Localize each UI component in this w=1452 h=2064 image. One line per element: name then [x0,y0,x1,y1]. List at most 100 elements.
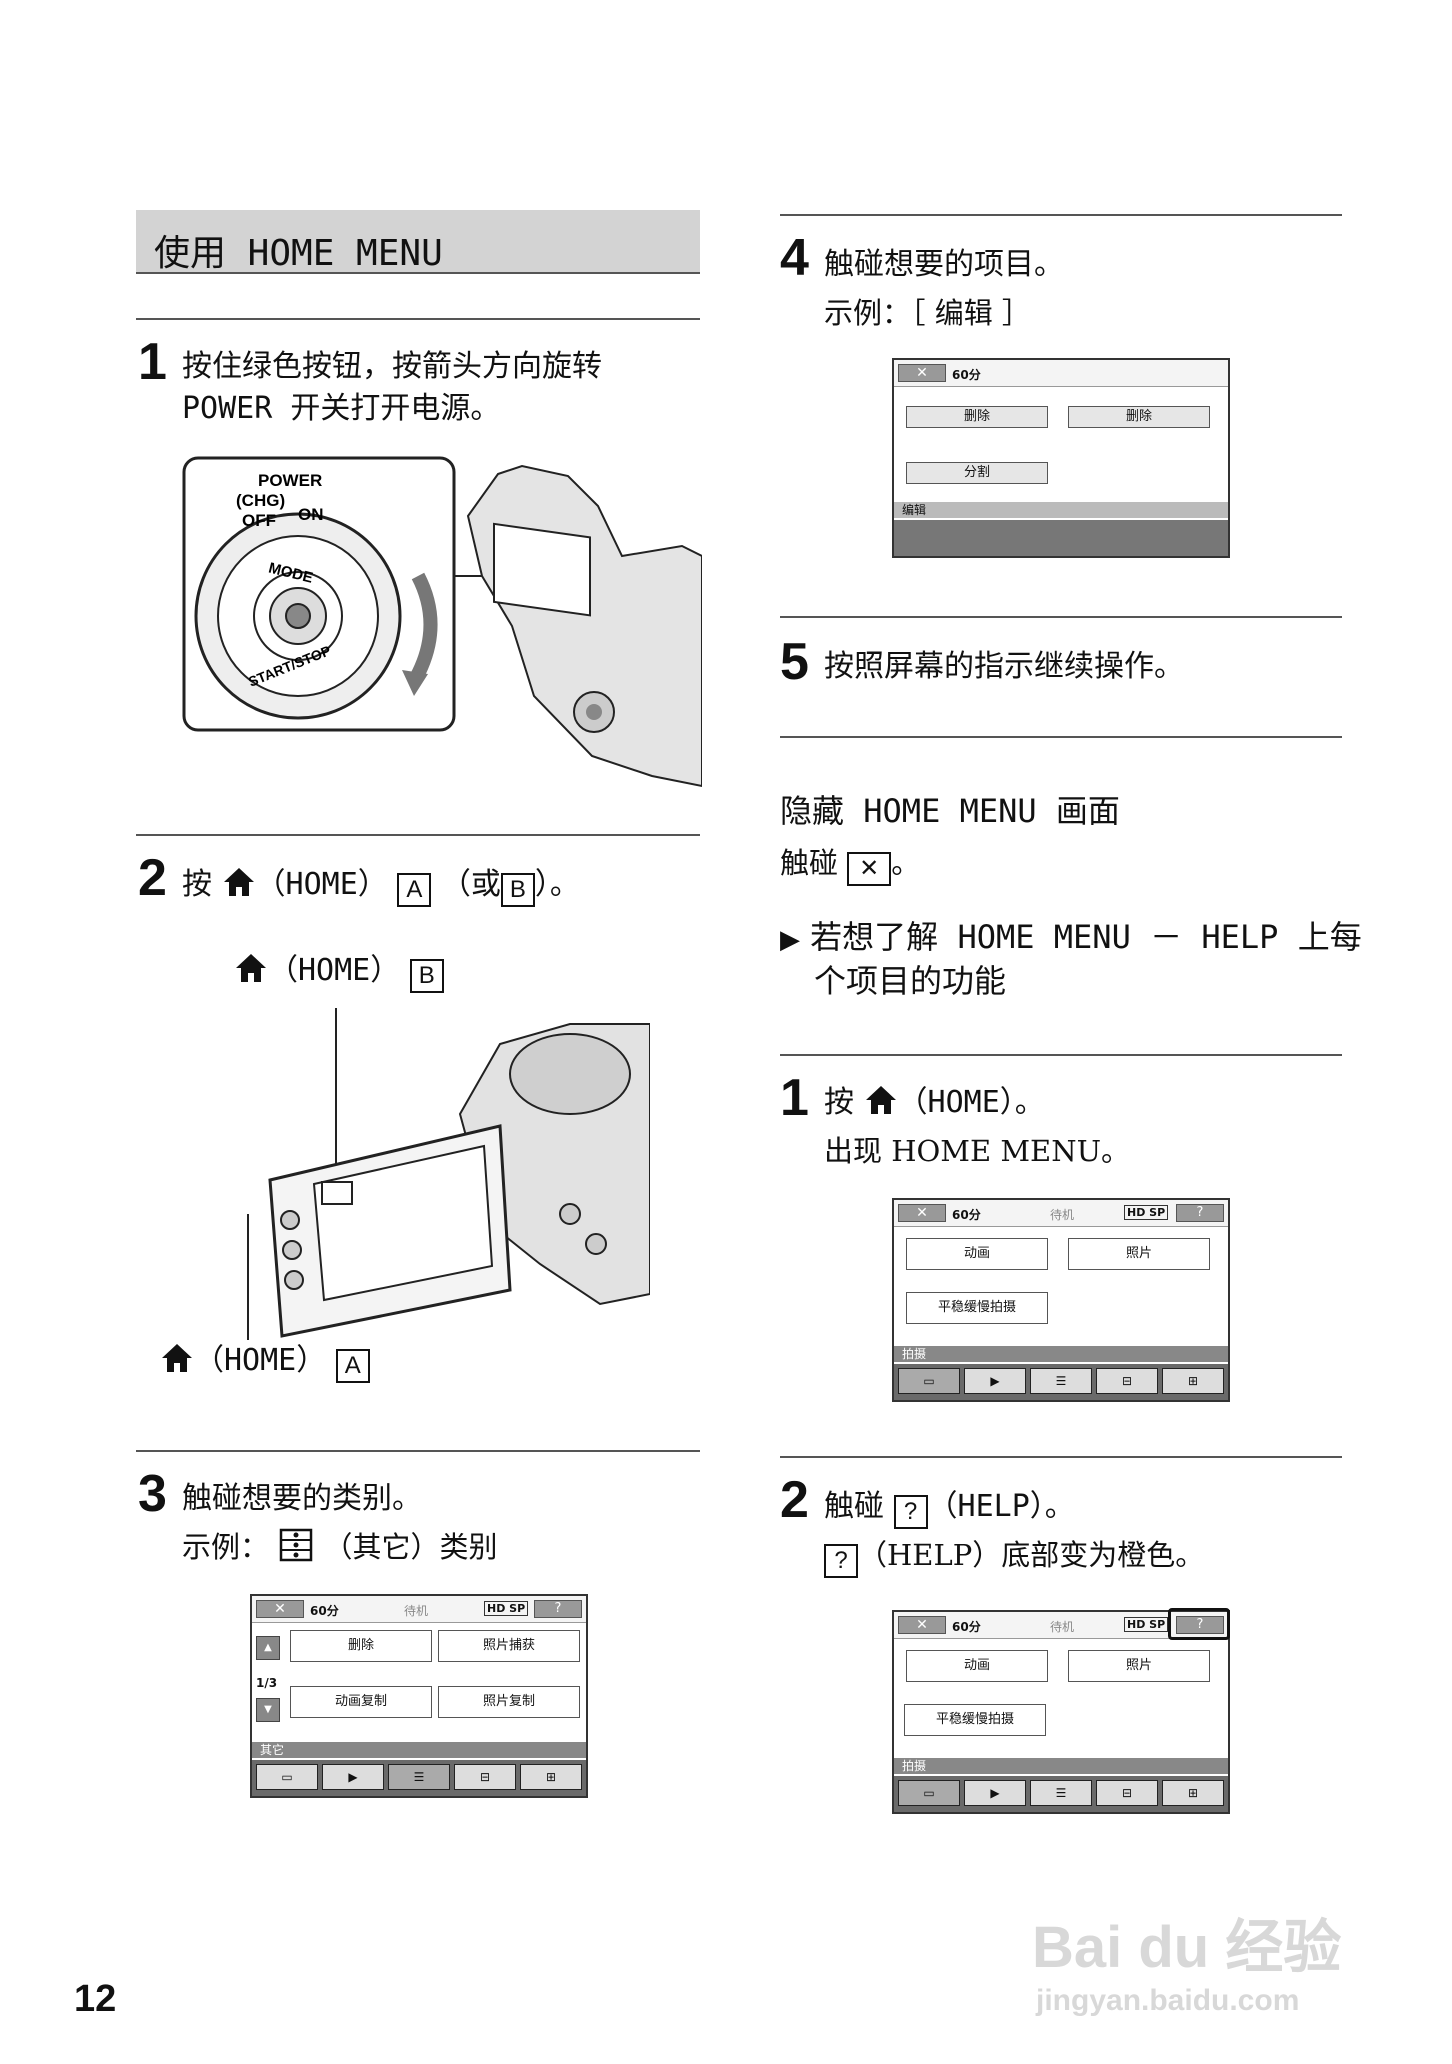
close-button[interactable]: ✕ [898,1204,946,1222]
example-post: （其它）类别 [323,1530,498,1564]
hide-menu-title: 隐藏 HOME MENU 画面 [780,792,1120,830]
hide-post: 。 [891,846,921,880]
dial-on-label: ON [298,505,324,524]
tab-view[interactable]: ▶ [322,1764,384,1790]
step-text: 按住绿色按钮，按箭头方向旋转 [182,349,602,384]
tab-other[interactable]: ☰ [1030,1780,1092,1806]
close-box: ✕ [847,852,892,886]
category-tabs: ▭ ▶ ☰ ⊟ ⊞ [252,1760,586,1796]
camcorder-lcd-illustration [247,1008,650,1340]
watermark-brand: Bai du 经验 [1032,1915,1342,1980]
step-text-mid: （或 [440,867,501,902]
callout-home-b: （HOME） B [234,950,444,993]
battery-indicator: 60分 [952,1620,981,1634]
movie-button[interactable]: 动画 [906,1650,1048,1682]
tab-other[interactable]: ☰ [1030,1368,1092,1394]
tab-manage[interactable]: ⊟ [1096,1780,1158,1806]
home-icon [223,868,254,896]
dial-power-label: POWER [258,471,322,490]
help-box: ? [824,1544,858,1578]
category-tabs: ▭ ▶ ☰ ⊟ ⊞ [894,1776,1228,1812]
movie-dub-button[interactable]: 动画复制 [290,1686,432,1718]
close-button[interactable]: ✕ [898,364,946,382]
step-text: POWER 开关打开电源。 [182,391,501,426]
step-text: 触碰想要的类别。 [182,1481,422,1516]
photo-copy-button[interactable]: 照片复制 [438,1686,580,1718]
step-text: 按 （HOME）。 [824,1082,1045,1124]
smooth-slow-rec-button[interactable]: 平稳缓慢拍摄 [904,1704,1046,1736]
page-indicator: 1/3 [256,1676,278,1690]
scroll-up-button[interactable]: ▲ [256,1636,280,1660]
divider [136,834,700,836]
movie-button[interactable]: 动画 [906,1238,1048,1270]
close-button[interactable]: ✕ [898,1616,946,1634]
label-b-box: B [409,959,444,993]
step-example: 示例：［ 编辑 ］ [824,296,1031,330]
photo-delete-button[interactable]: 删除 [1068,406,1210,428]
step-text: 按照屏幕的指示继续操作。 [824,649,1184,684]
divide-button[interactable]: 分割 [906,462,1048,484]
tab-other[interactable]: ☰ [388,1764,450,1790]
tab-shoot[interactable]: ▭ [898,1368,960,1394]
tab-settings[interactable]: ⊞ [1162,1780,1224,1806]
step-example: 示例： （其它）类别 [182,1526,497,1568]
tab-shoot[interactable]: ▭ [898,1780,960,1806]
movie-delete-button[interactable]: 删除 [906,406,1048,428]
help-button[interactable]: ? [534,1600,582,1618]
label-a-box: A [335,1349,370,1383]
watermark: Bai du 经验 jingyan.baidu.com [1032,1900,1341,2018]
lcd-top-bar [894,1612,1228,1639]
divider [780,1456,1342,1458]
label-b-box: B [500,873,535,907]
divider [780,616,1342,618]
photo-button[interactable]: 照片 [1068,1650,1210,1682]
callout-home-a: （HOME） A [160,1340,370,1383]
lcd-screen-other: ✕ 60分 待机 HD SP ? ▲ 1/3 ▼ 删除 照片捕获 动画复制 照片… [250,1594,588,1798]
step-number: 1 [780,1069,809,1127]
home-icon [236,954,266,982]
photo-capture-button[interactable]: 照片捕获 [438,1630,580,1662]
battery-indicator: 60分 [952,368,981,382]
example-pre: 示例： [182,1530,270,1564]
tab-settings[interactable]: ⊞ [1162,1368,1224,1394]
battery-indicator: 60分 [952,1208,981,1222]
divider [780,1054,1342,1056]
help-button[interactable]: ? [1176,1204,1224,1222]
dial-chg-label: (CHG) [236,491,285,510]
help-button[interactable]: ? [1176,1616,1224,1634]
category-label: 编辑 [894,502,1228,518]
tab-shoot[interactable]: ▭ [256,1764,318,1790]
category-label: 拍摄 [894,1346,1228,1362]
smooth-slow-rec-button[interactable]: 平稳缓慢拍摄 [906,1292,1048,1324]
close-button[interactable]: ✕ [256,1600,304,1618]
tab-view[interactable]: ▶ [964,1368,1026,1394]
photo-button[interactable]: 照片 [1068,1238,1210,1270]
scroll-down-button[interactable]: ▼ [256,1698,280,1722]
home-label: （HOME） [194,1343,327,1378]
tab-settings[interactable]: ⊞ [520,1764,582,1790]
lcd-screen-edit: ✕ 60分 删除 删除 分割 编辑 [892,358,1230,558]
help-section-title: ▶ 若想了解 HOME MENU － HELP 上每 [780,916,1362,961]
page-number: 12 [74,1978,117,2020]
category-tabs: ▭ ▶ ☰ ⊟ ⊞ [894,1364,1228,1400]
dial-off-label: OFF [242,511,276,530]
step-text-post: ）。 [534,867,580,902]
power-dial-illustration: POWER (CHG) OFF ON MODE START/STOP [182,456,702,788]
step-number: 4 [780,229,809,287]
label-a-box: A [397,873,432,907]
home-icon [162,1344,192,1372]
watermark-url: jingyan.baidu.com [1036,1984,1300,2017]
delete-button[interactable]: 删除 [290,1630,432,1662]
hd-sp-badge: HD SP [1124,1205,1169,1220]
section-header: 使用 HOME MENU [136,210,700,274]
step-text-pre: 触碰 [824,1489,884,1524]
tab-manage[interactable]: ⊟ [1096,1368,1158,1394]
step-number: 2 [780,1471,809,1529]
tab-view[interactable]: ▶ [964,1780,1026,1806]
step-number: 2 [138,849,167,907]
lcd-top-bar [894,1200,1228,1227]
step-text: 触碰想要的项目。 [824,247,1064,282]
tab-manage[interactable]: ⊟ [454,1764,516,1790]
divider [136,318,700,320]
home-icon [865,1086,896,1114]
